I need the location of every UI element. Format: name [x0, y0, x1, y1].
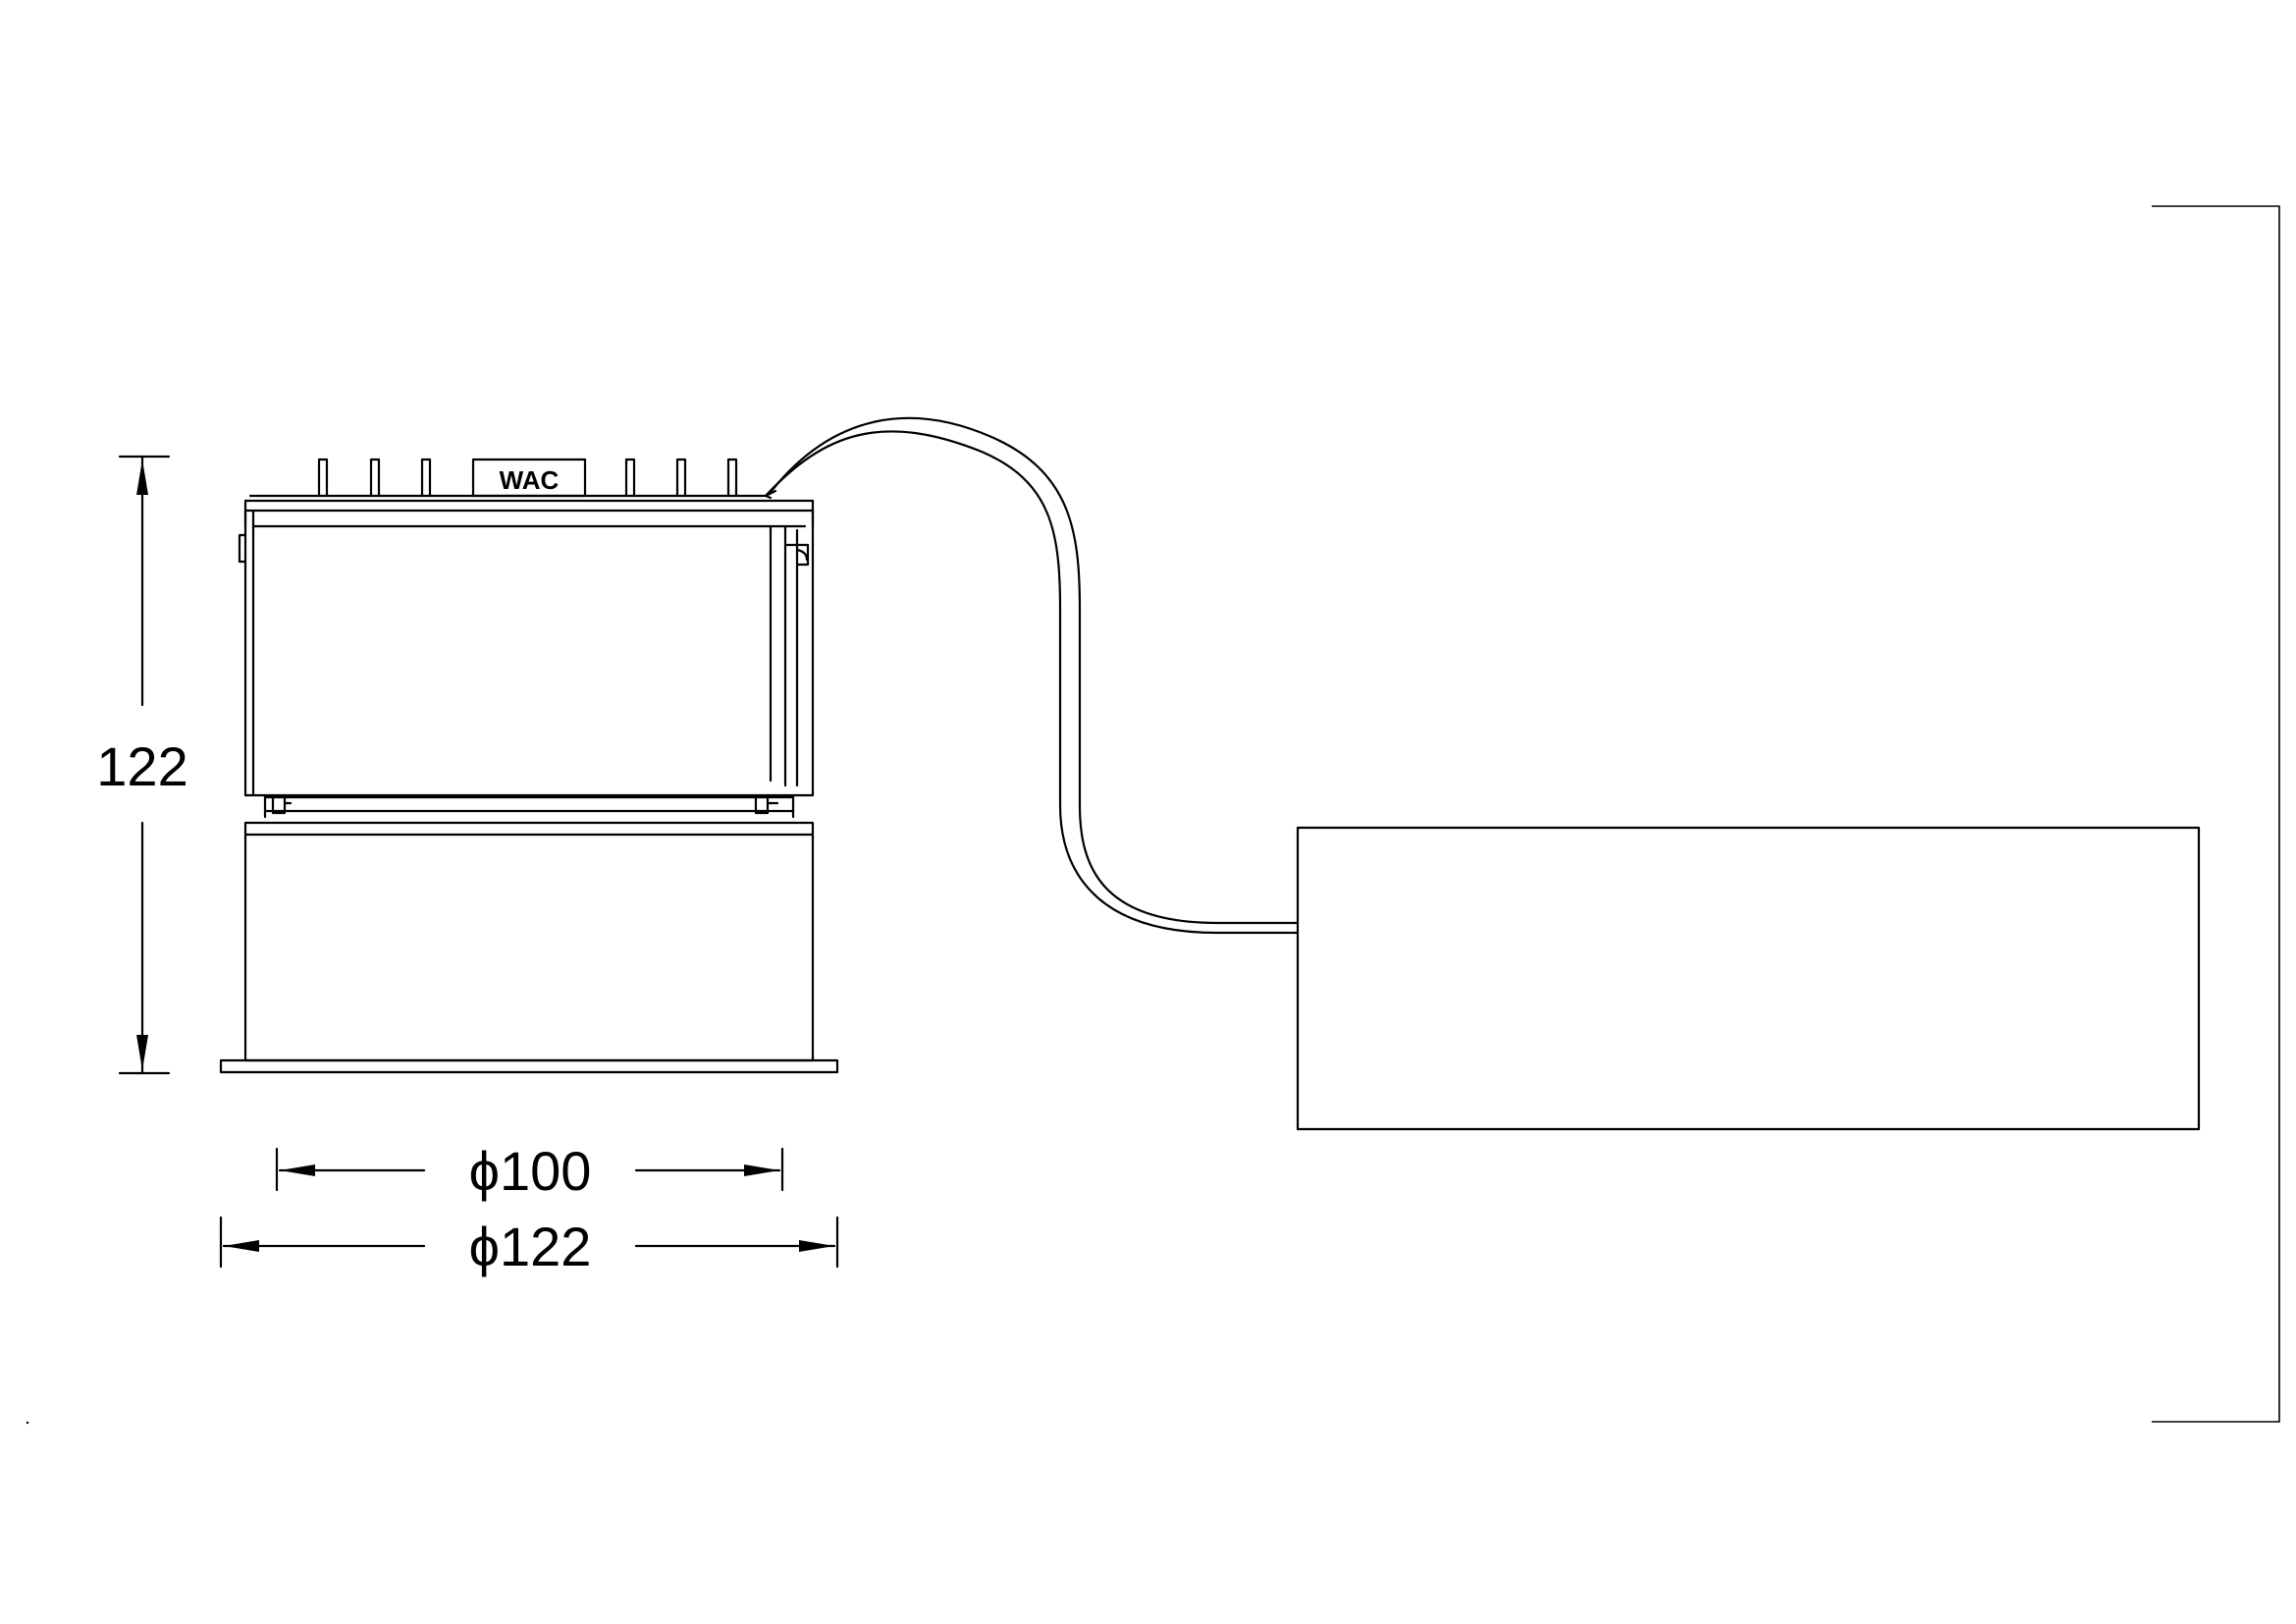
mid-bracket: [263, 793, 795, 819]
outer-diameter-dimension: ϕ122: [219, 1216, 839, 1277]
frame-bracket: [2152, 205, 2280, 1423]
inner-diameter-arrow-left: [280, 1164, 315, 1176]
height-dimension: 122: [96, 455, 188, 1075]
outer-diameter-arrow-right: [799, 1240, 834, 1252]
height-arrow-top: [136, 460, 148, 495]
outer-diameter-label: ϕ122: [469, 1216, 592, 1277]
outer-diameter-arrow-left: [224, 1240, 259, 1252]
lower-trim: [219, 821, 839, 1074]
remote-driver-box: [1296, 826, 2201, 1131]
inner-diameter-label: ϕ100: [469, 1140, 592, 1202]
downlight-fixture: WAC: [219, 458, 839, 1074]
height-label: 122: [96, 735, 187, 797]
heat-sink-fins: WAC: [317, 458, 738, 498]
brand-logo: WAC: [500, 465, 560, 495]
inner-diameter-dimension: ϕ100: [275, 1140, 784, 1202]
power-cable: [764, 416, 1300, 935]
upper-housing: [238, 509, 815, 797]
speck: [26, 1421, 29, 1425]
height-arrow-bottom: [136, 1035, 148, 1070]
inner-diameter-arrow-right: [744, 1164, 779, 1176]
